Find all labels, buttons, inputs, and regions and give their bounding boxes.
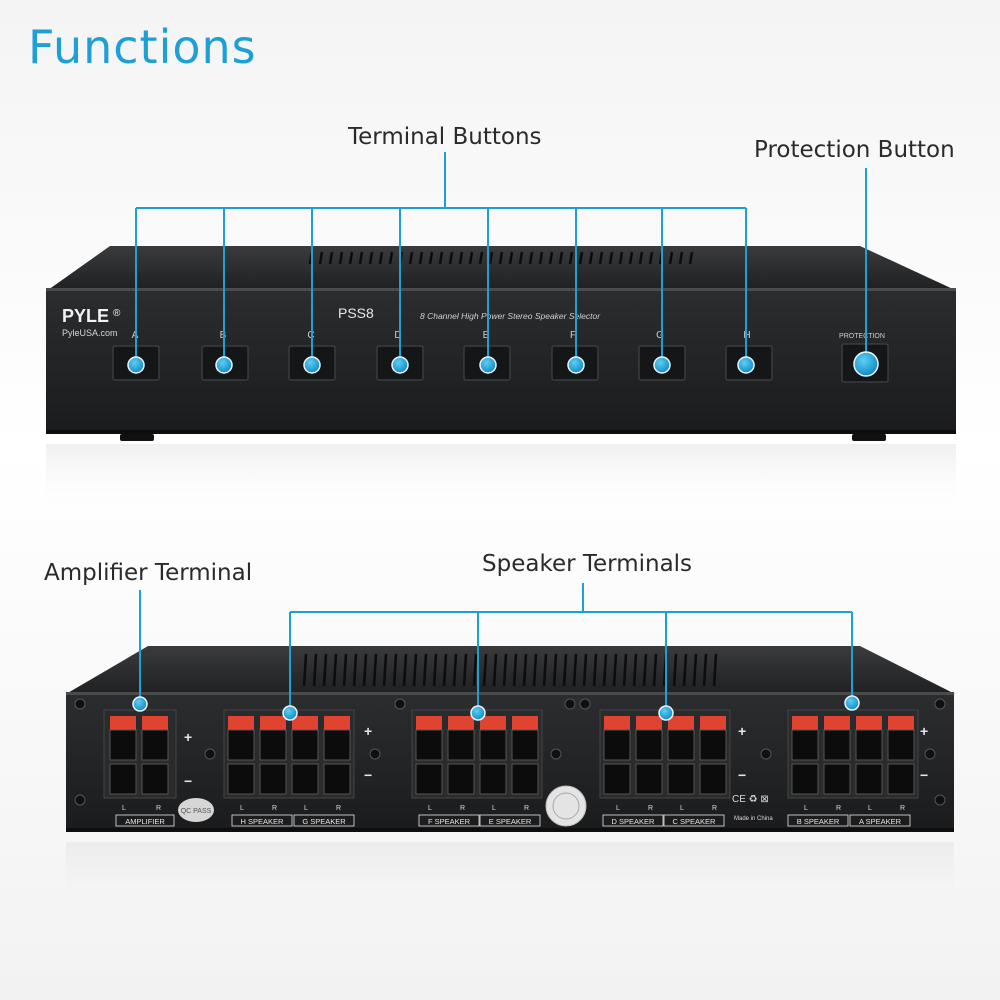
right-channel-label: R: [460, 805, 465, 812]
callout-dot: [215, 356, 233, 374]
qc-pass-text: QC PASS: [181, 808, 212, 815]
plus-mark: +: [738, 723, 746, 739]
speaker-terminal-block-dc: [599, 709, 731, 799]
left-channel-label: L: [616, 805, 620, 812]
callout-dot: [653, 356, 671, 374]
brand-logo: PYLE: [62, 306, 109, 326]
plus-mark: +: [364, 723, 372, 739]
top-vent: [308, 251, 694, 265]
callout-dot: [282, 705, 298, 721]
left-channel-label: L: [428, 805, 432, 812]
front-unit: PYLE ® PyleUSA.com PSS8 8 Channel High P…: [46, 246, 956, 441]
right-channel-label: R: [836, 805, 841, 812]
foot-right: [852, 434, 886, 441]
speaker-terminal-block-fe: [411, 709, 543, 799]
callout-speaker-terminals: Speaker Terminals: [482, 551, 693, 577]
left-channel-label: L: [240, 805, 244, 812]
model-description: 8 Channel High Power Stereo Speaker Sele…: [420, 311, 601, 321]
screw: [579, 698, 591, 710]
callout-dot: [132, 696, 148, 712]
left-channel-label: L: [804, 805, 808, 812]
f-speaker-label: F SPEAKER: [428, 817, 471, 826]
callout-amplifier-terminal: Amplifier Terminal: [44, 560, 253, 586]
callout-dot: [470, 705, 486, 721]
right-channel-label: R: [156, 805, 161, 812]
made-in-label: Made in China: [734, 816, 773, 822]
right-channel-label: R: [336, 805, 341, 812]
screw: [550, 748, 562, 760]
certification-marks: CE ♻ ⊠: [732, 794, 769, 805]
right-channel-label: R: [272, 805, 277, 812]
h-speaker-label: H SPEAKER: [241, 817, 285, 826]
rear-unit: + − + − + − + − L R L R L R L R L R L R …: [66, 646, 955, 832]
left-channel-label: L: [122, 805, 126, 812]
right-channel-label: R: [712, 805, 717, 812]
minus-mark: −: [920, 767, 928, 783]
screw: [924, 748, 936, 760]
button-label-g: G: [656, 330, 664, 341]
screw: [934, 698, 946, 710]
terminal-buttons-connector: [135, 152, 747, 365]
right-channel-label: R: [900, 805, 905, 812]
plus-mark: +: [920, 723, 928, 739]
d-speaker-label: D SPEAKER: [612, 817, 656, 826]
round-seal-sticker: [545, 785, 587, 827]
foot-left: [120, 434, 154, 441]
callout-dot: [567, 356, 585, 374]
right-channel-label: R: [648, 805, 653, 812]
speaker-terminal-block-hg: [223, 709, 355, 799]
callout-dot: [391, 356, 409, 374]
screw: [74, 698, 86, 710]
brand-website: PyleUSA.com: [62, 328, 118, 338]
a-speaker-label: A SPEAKER: [859, 817, 902, 826]
callout-dot: [127, 356, 145, 374]
left-channel-label: L: [868, 805, 872, 812]
c-speaker-label: C SPEAKER: [673, 817, 717, 826]
rear-unit-reflection: [66, 842, 954, 922]
protection-label: PROTECTION: [839, 333, 885, 340]
rear-top-vent: [302, 653, 718, 687]
registered-mark: ®: [113, 308, 121, 319]
button-label-f: F: [570, 330, 576, 341]
left-channel-label: L: [492, 805, 496, 812]
screw: [934, 794, 946, 806]
screw: [369, 748, 381, 760]
page-heading: Functions: [28, 20, 257, 74]
qc-pass-sticker: [178, 798, 214, 822]
e-speaker-label: E SPEAKER: [489, 817, 532, 826]
speaker-terminals-connector: [289, 583, 853, 713]
b-speaker-label: B SPEAKER: [797, 817, 840, 826]
screw: [74, 794, 86, 806]
callout-dot: [737, 356, 755, 374]
callout-dot: [853, 351, 879, 377]
rear-unit-top: [66, 646, 955, 694]
model-number: PSS8: [338, 305, 374, 321]
callout-dot: [844, 695, 860, 711]
screw: [564, 698, 576, 710]
callout-dot: [658, 705, 674, 721]
callout-dot: [479, 356, 497, 374]
button-label-e: E: [483, 330, 490, 341]
left-channel-label: L: [304, 805, 308, 812]
minus-mark: −: [738, 767, 746, 783]
callout-dot: [303, 356, 321, 374]
amplifier-terminal-block: [103, 709, 177, 799]
minus-mark: −: [364, 767, 372, 783]
g-speaker-label: G SPEAKER: [302, 817, 346, 826]
minus-mark: −: [184, 773, 192, 789]
amplifier-label: AMPLIFIER: [125, 817, 165, 826]
screw: [204, 748, 216, 760]
right-channel-label: R: [524, 805, 529, 812]
plus-mark: +: [184, 729, 192, 745]
screw: [760, 748, 772, 760]
screw: [394, 698, 406, 710]
callout-terminal-buttons: Terminal Buttons: [348, 124, 542, 150]
front-unit-top: [48, 246, 955, 290]
front-unit-reflection: [46, 444, 956, 514]
callout-protection-button: Protection Button: [754, 137, 955, 163]
left-channel-label: L: [680, 805, 684, 812]
speaker-terminal-block-ba: [787, 709, 919, 799]
button-label-d: D: [394, 330, 401, 341]
